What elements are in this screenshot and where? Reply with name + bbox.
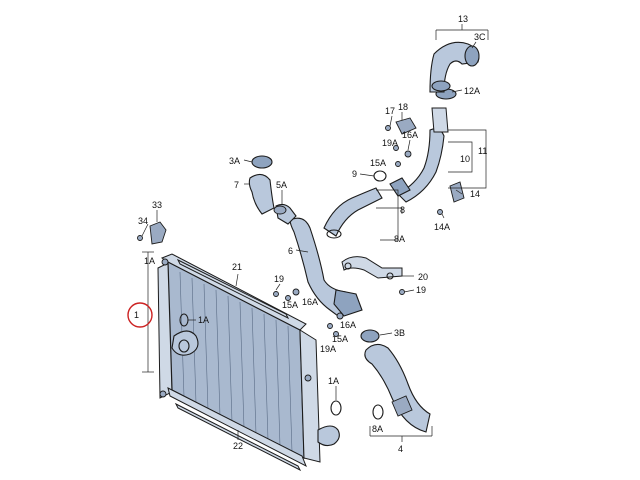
hose-8 — [323, 187, 383, 237]
intercooler-inlet-stub — [171, 330, 199, 356]
bolt-19a-top — [393, 145, 399, 151]
label-14a: 14A — [434, 222, 450, 232]
bolt-19a-low — [327, 323, 333, 329]
bracket-18 — [395, 117, 417, 135]
label-8a-low: 8A — [372, 424, 383, 434]
air-guide-21 — [176, 258, 290, 320]
pipe-10-top — [431, 107, 449, 133]
highlight-circle-item-1 — [127, 302, 153, 328]
label-1a-low: 1A — [328, 376, 339, 386]
hose-13-end — [431, 80, 451, 92]
nut-16a-mid — [292, 288, 300, 296]
label-15a-mid: 15A — [282, 300, 298, 310]
bolt-15a-low — [333, 331, 339, 337]
label-13: 13 — [458, 14, 468, 24]
pipe-10 — [397, 128, 445, 203]
label-16a-low: 16A — [340, 320, 356, 330]
label-8: 8 — [400, 205, 405, 215]
clamp-3b — [360, 329, 380, 343]
label-19a-top: 19A — [382, 138, 398, 148]
clamp-3a — [251, 155, 273, 169]
label-19-mid: 19 — [274, 274, 284, 284]
label-15a-low: 15A — [332, 334, 348, 344]
intercooler-outlet-stub — [317, 425, 340, 447]
label-10: 10 — [460, 154, 470, 164]
bolt-19-right — [399, 289, 405, 295]
bolt-15a-top — [395, 161, 401, 167]
bracket-14 — [449, 181, 465, 203]
label-1a-inner: 1A — [198, 315, 209, 325]
label-9: 9 — [352, 169, 357, 179]
nut-16a-low — [336, 312, 344, 320]
label-11: 11 — [478, 146, 487, 156]
bracket-33 — [149, 221, 167, 245]
label-6: 6 — [288, 246, 293, 256]
label-16a-mid: 16A — [302, 297, 318, 307]
clamp-3c — [464, 45, 480, 67]
label-3b: 3B — [394, 328, 405, 338]
label-17: 17 — [385, 106, 395, 116]
label-20: 20 — [418, 272, 428, 282]
intercooler-right-tank — [299, 329, 321, 463]
bracket-20-hole-a — [344, 262, 352, 270]
label-3c: 3C — [474, 32, 486, 42]
hose-4 — [364, 343, 431, 433]
bracket-20-hole-b — [386, 272, 394, 280]
label-14: 14 — [470, 189, 480, 199]
oring-1a-low — [330, 400, 342, 416]
label-22: 22 — [233, 441, 243, 451]
bolt-34 — [137, 235, 143, 241]
pipe-6-outlet — [333, 289, 363, 317]
label-34: 34 — [138, 216, 148, 226]
part-labels: 13 3C 12A 18 17 19A 16A 15A 10 11 3A 9 7… — [134, 14, 487, 454]
bolt-14a — [437, 209, 443, 215]
inlet-stub-opening — [178, 339, 190, 353]
nut-16a-top — [404, 150, 412, 158]
label-15a-top: 15A — [370, 158, 386, 168]
label-18: 18 — [398, 102, 408, 112]
label-8a-mid: 8A — [394, 234, 405, 244]
clamp-5a — [273, 205, 287, 215]
pipe-10-clamp — [389, 177, 411, 197]
bolt-19-mid — [273, 291, 279, 297]
label-1: 1 — [134, 310, 139, 320]
label-1a-left: 1A — [144, 256, 155, 266]
label-4: 4 — [398, 444, 403, 454]
intercooler-bottom-rail — [167, 387, 307, 468]
label-33: 33 — [152, 200, 162, 210]
label-5a: 5A — [276, 180, 287, 190]
bolt-17 — [385, 125, 391, 131]
oring-8a-mid — [326, 229, 342, 239]
oring-8a-low — [372, 404, 384, 420]
bracket-bolt-bottom — [159, 390, 167, 398]
label-19a-low: 19A — [320, 344, 336, 354]
hose-4-end-clamp — [391, 395, 413, 417]
label-12a: 12A — [464, 86, 480, 96]
bracket-bolt-top — [161, 258, 169, 266]
hose-7 — [248, 173, 275, 215]
oring-9 — [373, 170, 387, 182]
label-19-right: 19 — [416, 285, 426, 295]
label-16a-top: 16A — [402, 130, 418, 140]
label-21: 21 — [232, 262, 242, 272]
label-7: 7 — [234, 180, 239, 190]
intercooler-assembly — [157, 253, 340, 468]
label-3a: 3A — [229, 156, 240, 166]
leader-lines — [141, 24, 489, 442]
bracket-bolt-right — [304, 374, 312, 382]
bolt-15a-mid — [285, 295, 291, 301]
